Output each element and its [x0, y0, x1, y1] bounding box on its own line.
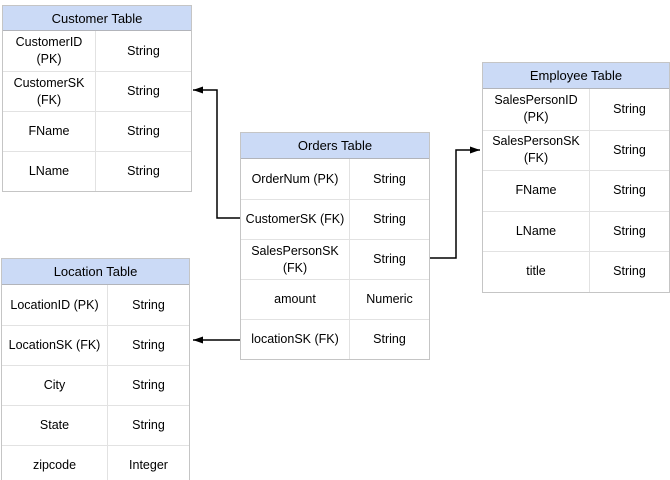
field-type-cell: String: [132, 338, 165, 353]
table-row: amount Numeric: [241, 279, 429, 319]
field-type-cell: String: [613, 101, 646, 116]
table-row: CustomerSK (FK) String: [241, 199, 429, 239]
field-type-cell: String: [613, 183, 646, 198]
table-title-orders: Orders Table: [241, 133, 429, 159]
connector-orders-salespersonsk-to-employee: [430, 146, 480, 259]
table-row: State String: [2, 405, 189, 445]
field-name-cell: LocationID (PK): [2, 285, 108, 325]
table-row: City String: [2, 365, 189, 405]
connector-orders-customersk-to-customer: [193, 86, 240, 219]
table-row: OrderNum (PK) String: [241, 159, 429, 199]
field-type-cell: String: [127, 43, 160, 58]
table-row: SalesPersonSK (FK) String: [483, 129, 669, 170]
field-name-cell: SalesPersonID (PK): [483, 89, 590, 130]
field-name-cell: SalesPersonSK (FK): [241, 240, 350, 279]
field-name-cell: amount: [241, 280, 350, 319]
table-row: SalesPersonID (PK) String: [483, 89, 669, 130]
table-row: FName String: [483, 170, 669, 211]
table-title-customer: Customer Table: [3, 6, 191, 31]
field-type-cell: String: [373, 212, 406, 227]
field-name-cell: FName: [483, 171, 590, 211]
table-row: CustomerID (PK) String: [3, 31, 191, 71]
table-row: LocationSK (FK) String: [2, 325, 189, 365]
field-type-cell: String: [613, 142, 646, 157]
field-type-cell: String: [132, 418, 165, 433]
field-name-cell: CustomerID (PK): [3, 31, 96, 71]
field-type-cell: String: [613, 223, 646, 238]
table-row: FName String: [3, 111, 191, 151]
field-name-cell: State: [2, 406, 108, 445]
field-name-cell: LocationSK (FK): [2, 326, 108, 365]
field-type-cell: String: [373, 171, 406, 186]
field-type-cell: Integer: [129, 458, 168, 473]
table-row: zipcode Integer: [2, 445, 189, 480]
field-type-cell: String: [132, 297, 165, 312]
table-row: SalesPersonSK (FK) String: [241, 239, 429, 279]
table-row: CustomerSK (FK) String: [3, 71, 191, 111]
field-name-cell: locationSK (FK): [241, 320, 350, 359]
field-name-cell: LName: [3, 152, 96, 191]
field-name-cell: OrderNum (PK): [241, 159, 350, 199]
field-type-cell: String: [373, 332, 406, 347]
table-row: LName String: [483, 210, 669, 251]
field-name-cell: title: [483, 252, 590, 292]
field-name-cell: FName: [3, 112, 96, 151]
field-name-cell: City: [2, 366, 108, 405]
field-name-cell: LName: [483, 211, 590, 251]
field-type-cell: String: [127, 124, 160, 139]
field-type-cell: Numeric: [366, 292, 413, 307]
field-type-cell: String: [132, 378, 165, 393]
field-name-cell: SalesPersonSK (FK): [483, 130, 590, 170]
table-row: LocationID (PK) String: [2, 285, 189, 325]
table-row: title String: [483, 251, 669, 292]
field-name-cell: zipcode: [2, 446, 108, 480]
field-type-cell: String: [373, 252, 406, 267]
field-type-cell: String: [613, 264, 646, 279]
table-title-location: Location Table: [2, 259, 189, 285]
table-row: locationSK (FK) String: [241, 319, 429, 359]
field-type-cell: String: [127, 164, 160, 179]
field-type-cell: String: [127, 84, 160, 99]
field-name-cell: CustomerSK (FK): [3, 72, 96, 111]
table-row: LName String: [3, 151, 191, 191]
field-name-cell: CustomerSK (FK): [241, 200, 350, 239]
table-title-employee: Employee Table: [483, 63, 669, 89]
